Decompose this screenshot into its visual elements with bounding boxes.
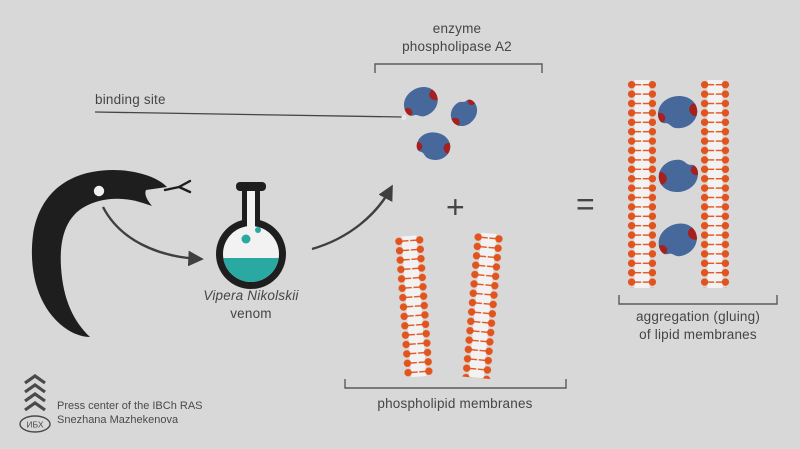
binding-site-dot [401, 114, 407, 121]
ibch-logo-text: ИБХ [26, 420, 44, 430]
enzyme-blob [398, 83, 447, 121]
enzyme-bracket [374, 63, 543, 73]
flask-label-line1: Vipera Nikolskii [203, 288, 299, 303]
credit-line-1: Press center of the IBCh RAS [57, 400, 203, 412]
aggregation-label: aggregation (gluing) of lipid membranes [598, 308, 798, 344]
phospholipid-membrane-left [394, 234, 434, 378]
aggregation-bracket [618, 295, 778, 305]
snake-to-flask-arrow [101, 206, 204, 267]
flask-rim [236, 182, 266, 191]
equals-sign: = [576, 186, 595, 222]
snake-body [31, 169, 167, 337]
aggregation-enzyme-blob [650, 156, 703, 195]
logo-zigzag [24, 383, 46, 394]
aggregation-label-line2: of lipid membranes [639, 327, 757, 342]
aggregation-enzyme-blob [653, 93, 706, 132]
enzyme-blob [441, 94, 484, 133]
aggregation-membrane-left [627, 80, 657, 288]
logo-zigzag [24, 374, 46, 385]
phospholipid-membrane-right [461, 232, 504, 380]
logo-zigzag [24, 392, 46, 403]
enzyme-label-line2: phospholipase A2 [402, 39, 512, 54]
flask-to-enzyme-arrow [311, 184, 393, 251]
flask-bubble [255, 227, 261, 233]
ibch-logo [19, 374, 51, 433]
flask-neck-inner [247, 191, 255, 233]
flask-icon [216, 182, 286, 289]
flask-bubble [241, 234, 251, 244]
flask-label: Vipera Nikolskii venom [171, 287, 331, 323]
membranes-bracket [344, 379, 567, 389]
membranes-label: phospholipid membranes [377, 396, 533, 411]
aggregation-membrane-right [700, 80, 730, 288]
aggregation-complex [627, 80, 730, 288]
snake-eye [93, 185, 105, 197]
plus-sign: + [446, 189, 465, 225]
enzyme-label: enzyme phospholipase A2 [357, 20, 557, 56]
snake-illustration [31, 169, 192, 337]
enzyme-blob [411, 125, 461, 168]
enzyme-cluster [398, 83, 485, 168]
binding-site-line [94, 111, 403, 118]
snake-tongue-icon [163, 179, 192, 194]
credit-block: Press center of the IBCh RAS Snezhana Ma… [57, 399, 203, 427]
enzyme-label-line1: enzyme [432, 21, 482, 36]
binding-site-label: binding site [95, 92, 166, 107]
aggregation-enzyme-blob [653, 221, 705, 259]
logo-oval [19, 415, 51, 433]
flask-label-line2: venom [230, 306, 272, 321]
aggregation-label-line1: aggregation (gluing) [635, 309, 761, 324]
logo-zigzag [24, 401, 46, 412]
credit-line-2: Snezhana Mazhekenova [57, 414, 179, 426]
